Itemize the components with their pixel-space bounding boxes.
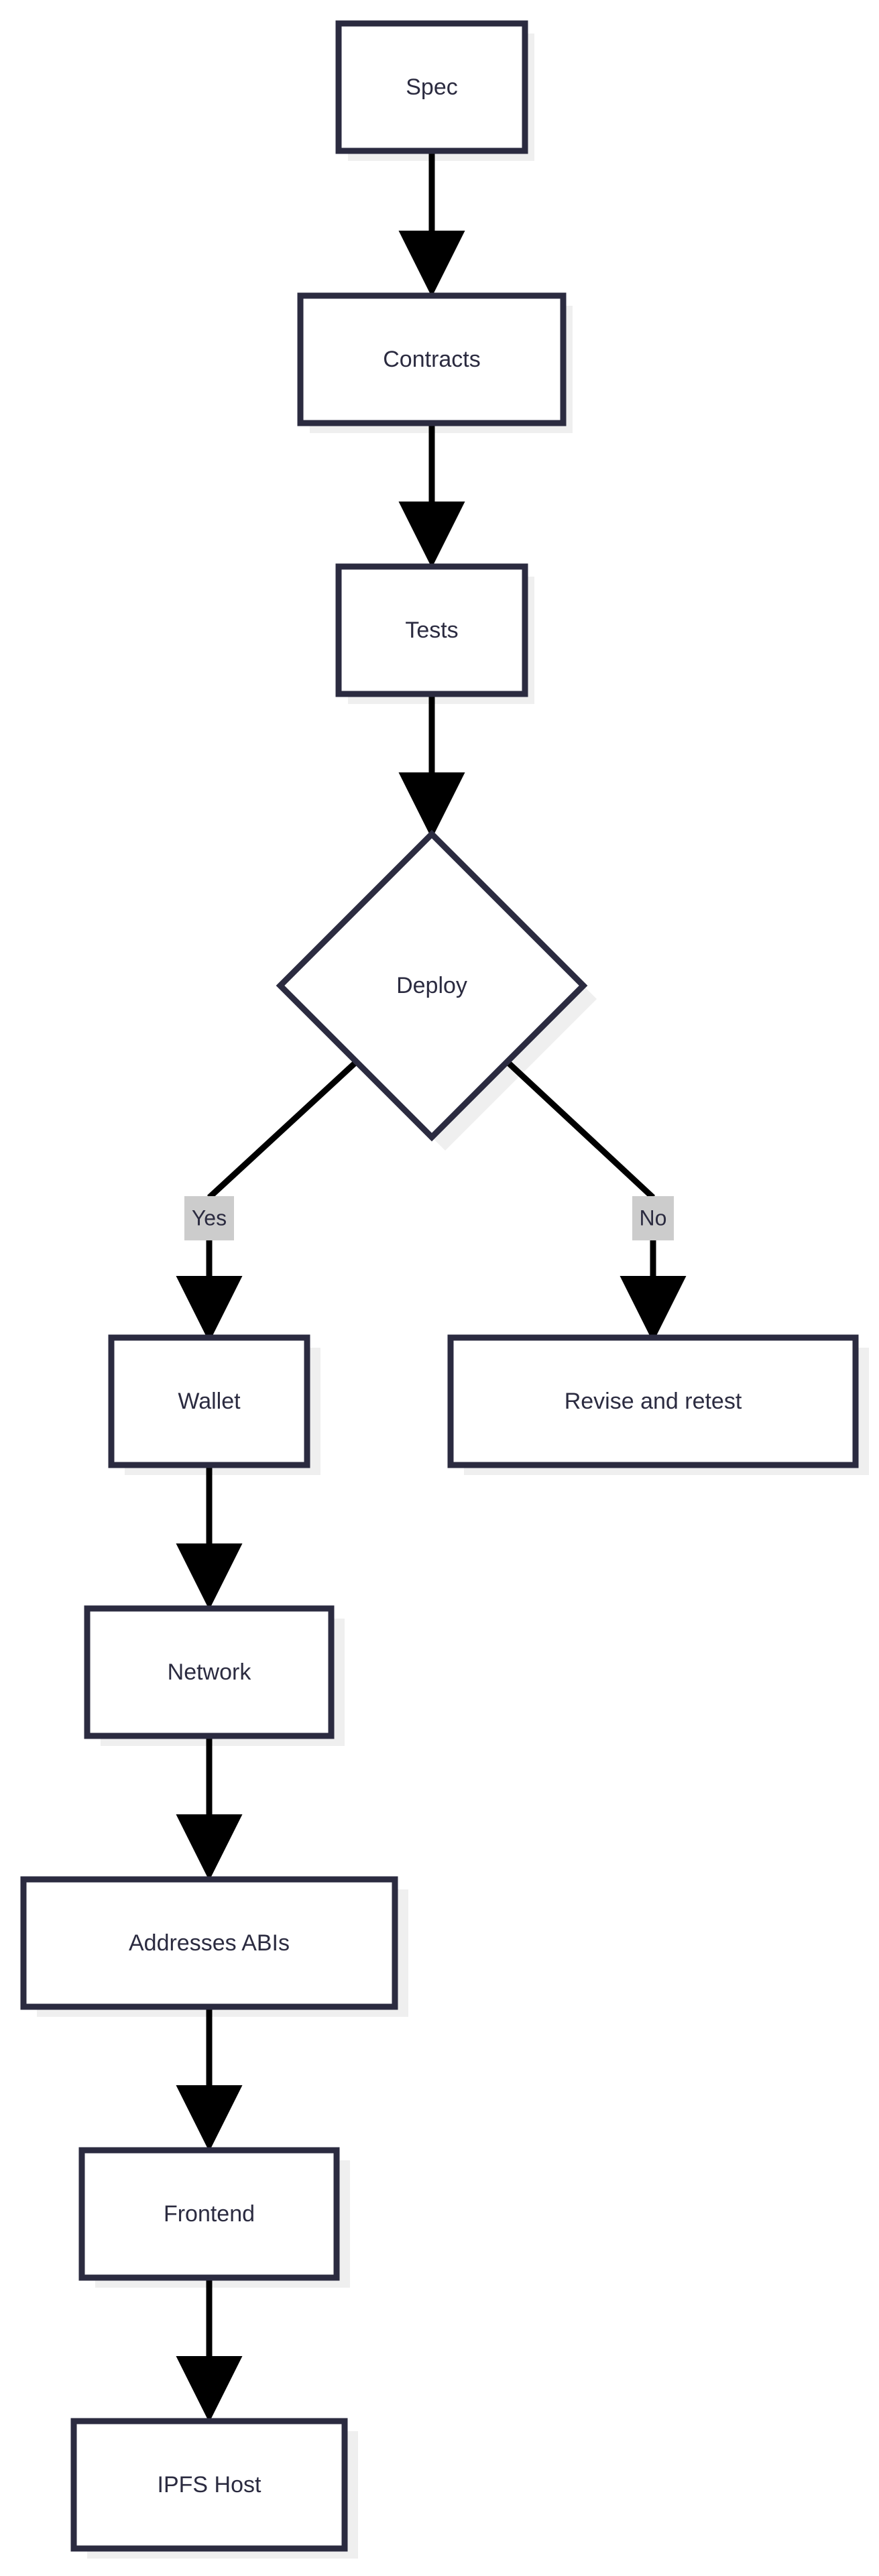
node-ipfs-host[interactable]: IPFS Host <box>70 2418 348 2552</box>
node-revise-and-retest[interactable]: Revise and retest <box>447 1334 859 1468</box>
node-revise-and-retest-label: Revise and retest <box>565 1389 742 1414</box>
flow-nodes: Spec Contracts Tests Deploy Wallet Revis <box>20 20 859 2552</box>
node-tests-label: Tests <box>405 618 458 643</box>
edge-label-yes-text: Yes <box>192 1206 227 1230</box>
node-spec[interactable]: Spec <box>335 20 528 154</box>
node-network-shape[interactable] <box>84 1605 335 1739</box>
node-wallet[interactable]: Wallet <box>108 1334 310 1468</box>
edge-label-no-background <box>632 1196 674 1240</box>
node-deploy-shape[interactable] <box>276 829 588 1142</box>
node-contracts[interactable]: Contracts <box>297 292 567 426</box>
node-wallet-label: Wallet <box>178 1389 241 1414</box>
edge-deploy-to-wallet-diagonal <box>207 1060 358 1200</box>
node-frontend-label: Frontend <box>164 2201 255 2227</box>
node-revise-and-retest-shape[interactable] <box>447 1334 859 1468</box>
node-spec-label: Spec <box>406 74 458 100</box>
flow-edges <box>176 151 687 2422</box>
edge-label-yes-background <box>184 1196 234 1240</box>
node-addresses-abis-shape[interactable] <box>20 1876 398 2010</box>
node-contracts-label: Contracts <box>383 347 481 372</box>
node-addresses-abis[interactable]: Addresses ABIs <box>20 1876 398 2010</box>
node-tests[interactable]: Tests <box>335 563 528 697</box>
node-addresses-abis-label: Addresses ABIs <box>129 1930 290 1956</box>
edge-labels: Yes No <box>184 1196 674 1240</box>
node-deploy[interactable]: Deploy <box>276 829 588 1142</box>
node-network-label: Network <box>168 1659 252 1685</box>
edge-label-yes: Yes <box>184 1196 234 1240</box>
node-network[interactable]: Network <box>84 1605 335 1739</box>
node-frontend-shape[interactable] <box>78 2147 340 2281</box>
node-contracts-shape[interactable] <box>297 292 567 426</box>
edge-label-no-text: No <box>640 1206 667 1230</box>
node-ipfs-host-shape[interactable] <box>70 2418 348 2552</box>
edge-label-no: No <box>632 1196 674 1240</box>
node-deploy-label: Deploy <box>396 973 467 998</box>
node-ipfs-host-label: IPFS Host <box>158 2472 261 2498</box>
edge-deploy-to-revise-diagonal <box>506 1060 656 1200</box>
node-tests-shape[interactable] <box>335 563 528 697</box>
node-wallet-shape[interactable] <box>108 1334 310 1468</box>
node-spec-shape[interactable] <box>335 20 528 154</box>
node-frontend[interactable]: Frontend <box>78 2147 340 2281</box>
